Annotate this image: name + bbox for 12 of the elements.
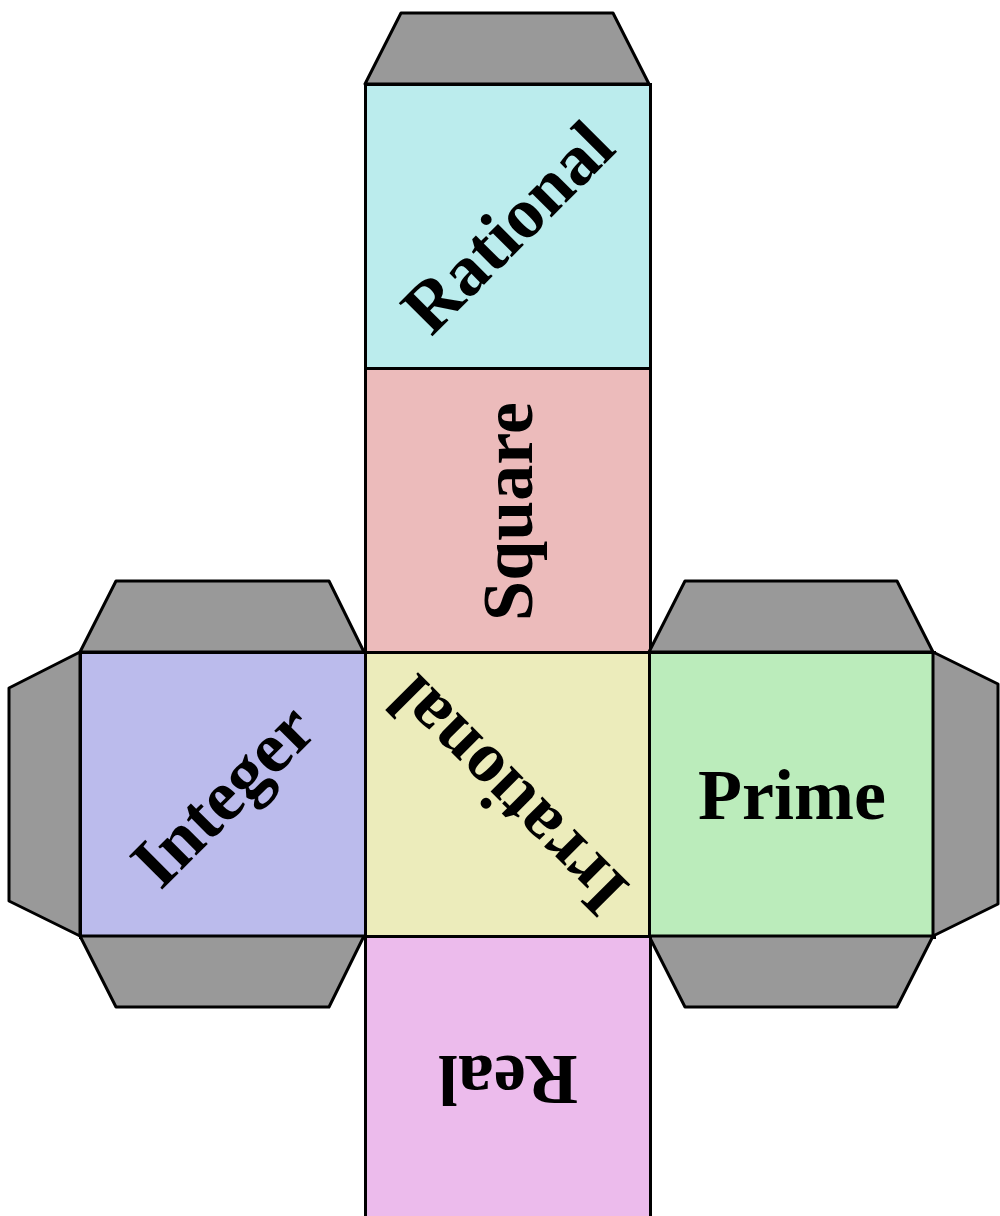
glue-tab [78, 934, 366, 1009]
cube-face [364, 935, 652, 1216]
glue-tab [78, 579, 366, 654]
glue-tab [647, 579, 935, 654]
face-label: Prime [698, 753, 886, 837]
face-label: Square [466, 401, 549, 621]
glue-tab [363, 11, 651, 86]
cube-face [79, 651, 367, 939]
cube-face [648, 651, 936, 939]
face-label: Real [438, 1038, 578, 1121]
glue-tab [7, 650, 82, 938]
glue-tab [931, 650, 1000, 938]
